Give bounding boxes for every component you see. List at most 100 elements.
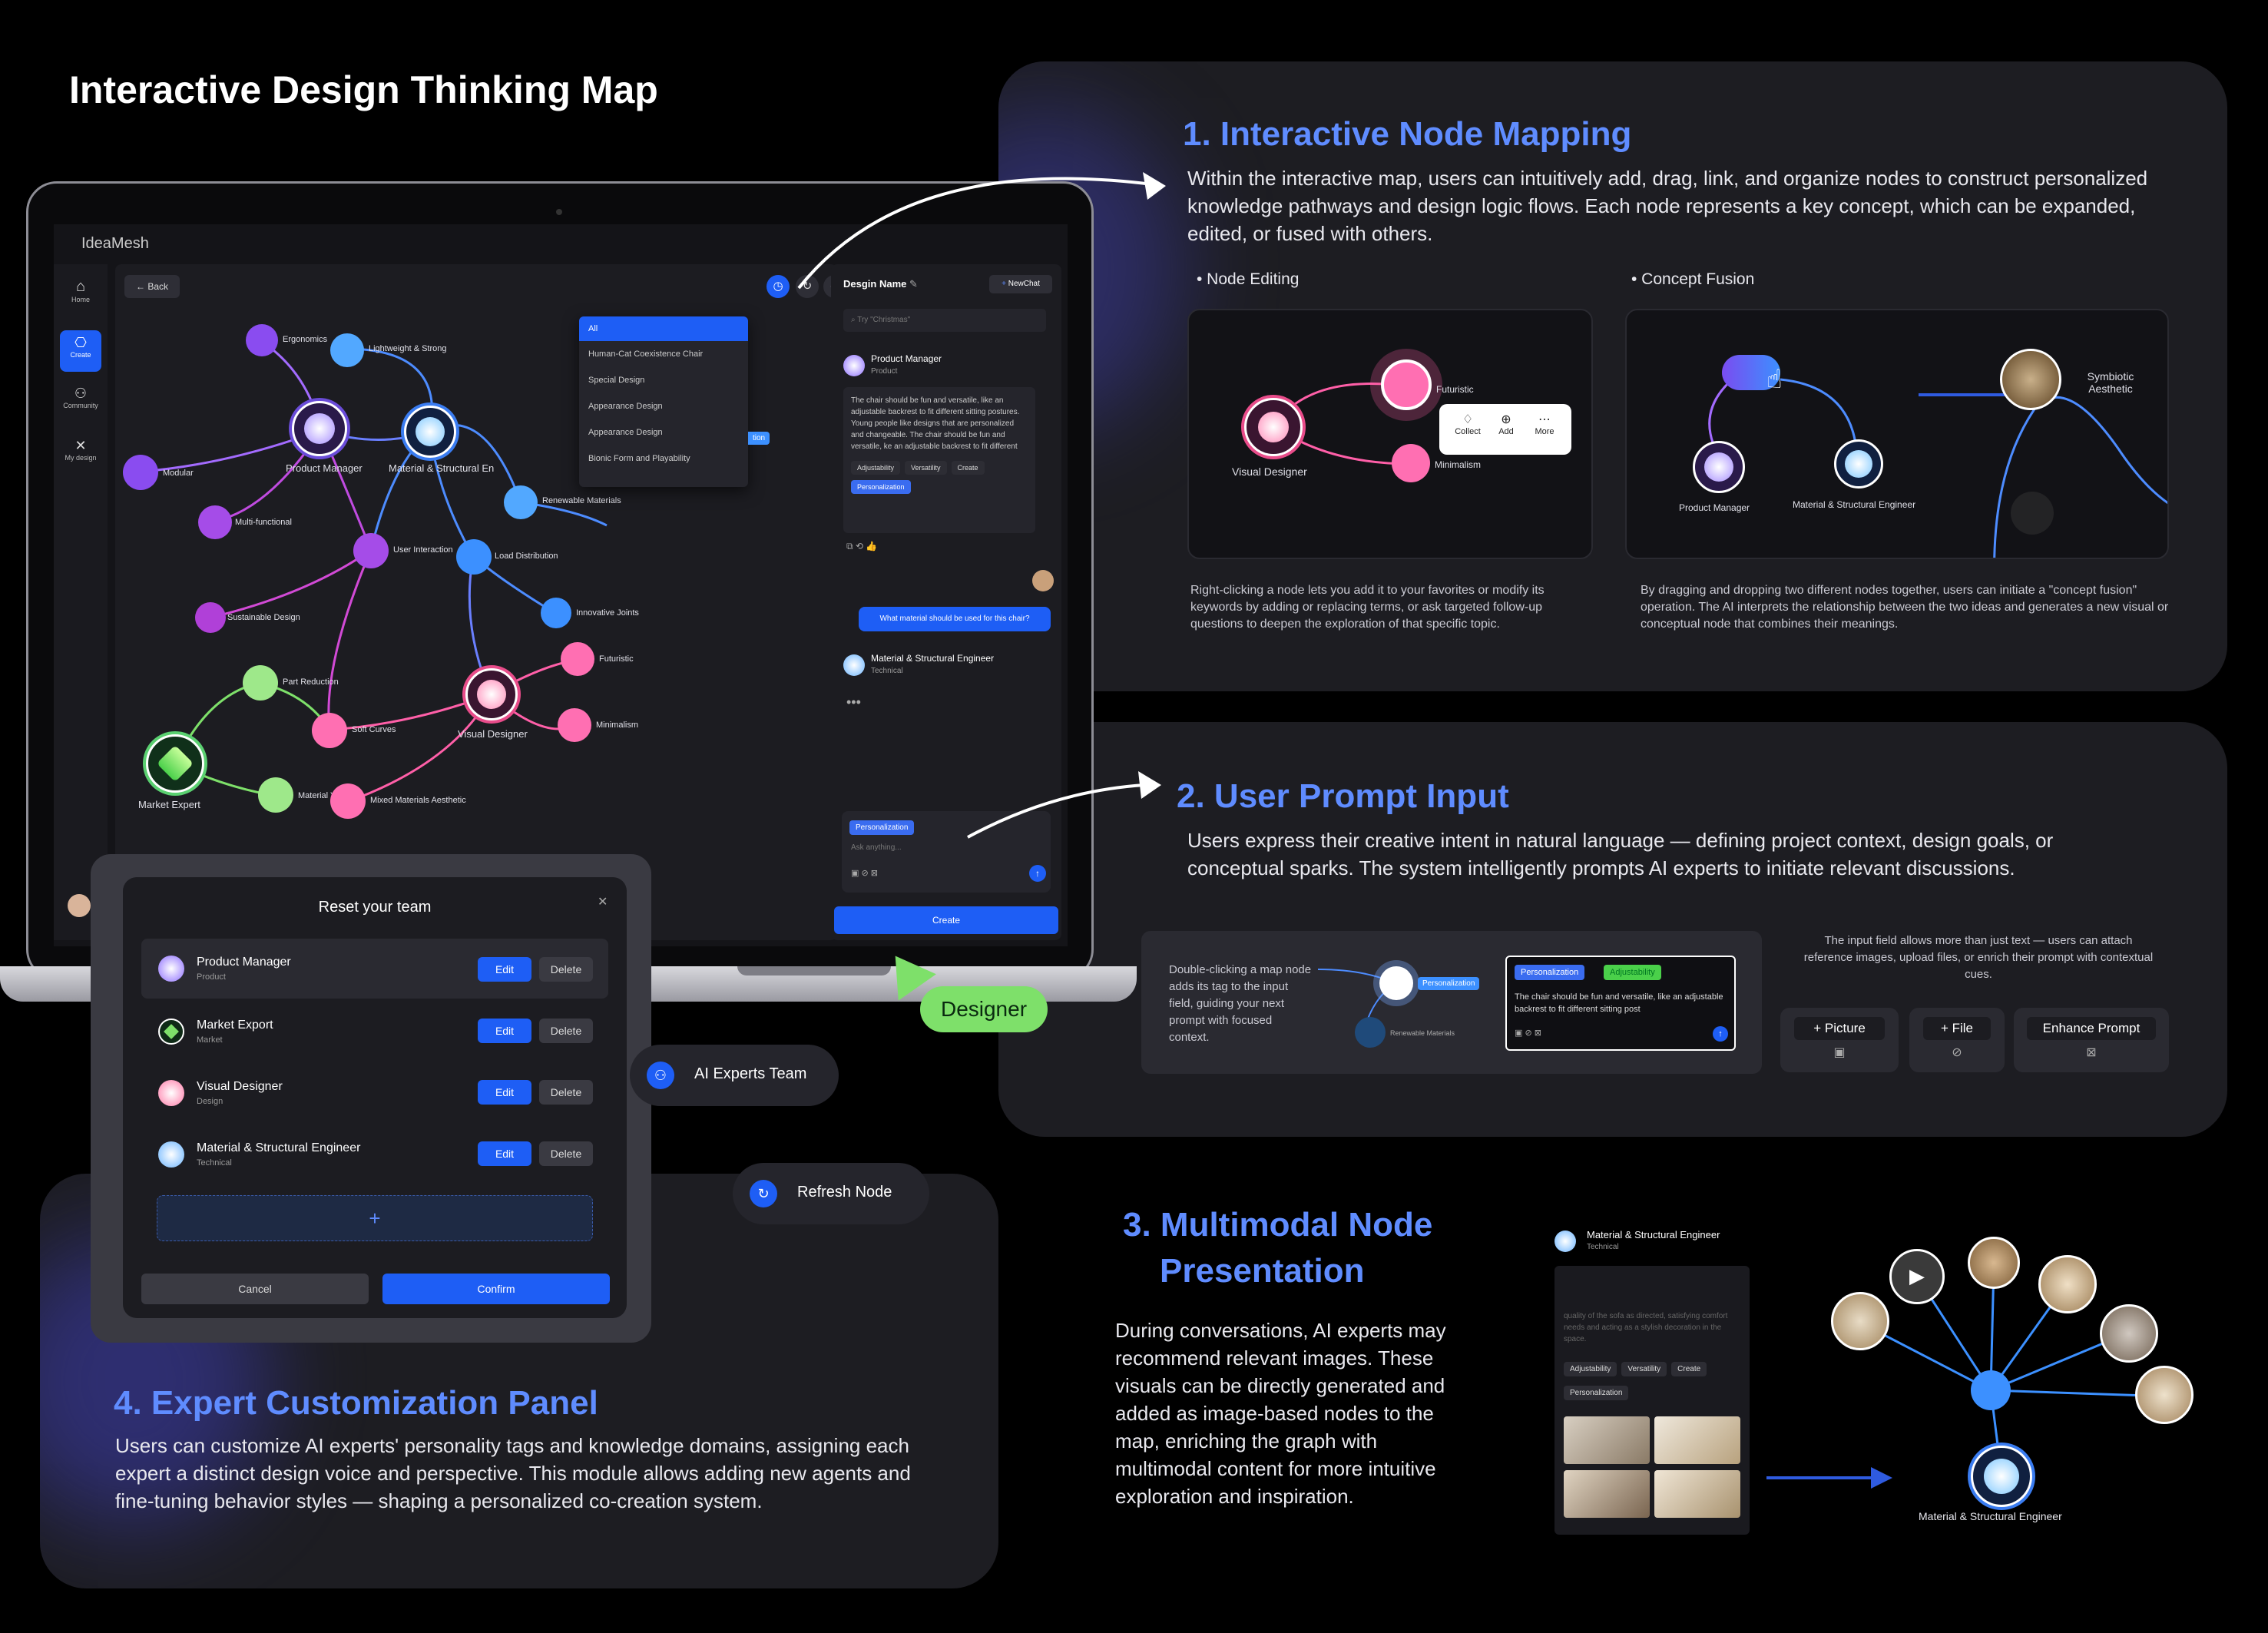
video-node[interactable]: ▶: [1889, 1249, 1945, 1304]
map-node-product-manager[interactable]: [292, 401, 347, 456]
visual-designer-node[interactable]: [1244, 398, 1303, 456]
image-graph-hub-node[interactable]: [1971, 1370, 2011, 1410]
category-dropdown[interactable]: All Human-Cat Coexistence Chair Special …: [579, 316, 748, 487]
map-canvas[interactable]: ← Back ◷ ↻ ⚇: [115, 264, 846, 940]
map-node-soft-curves[interactable]: [312, 713, 347, 748]
back-button[interactable]: ← Back: [124, 275, 180, 298]
delete-button[interactable]: Delete: [539, 1080, 593, 1105]
dropdown-option[interactable]: Human-Cat Coexistence Chair: [588, 349, 704, 359]
input-demo-tag[interactable]: Adjustability: [1604, 965, 1661, 980]
dropdown-option-all[interactable]: All: [579, 316, 748, 341]
enhance-prompt-button[interactable]: Enhance Prompt ⊠: [2014, 1008, 2169, 1072]
delete-button[interactable]: Delete: [539, 957, 593, 982]
image-node[interactable]: [2038, 1255, 2097, 1313]
design-name-title[interactable]: Desgin Name ✎: [843, 278, 918, 290]
close-icon[interactable]: ✕: [598, 896, 608, 909]
map-node-visual-designer[interactable]: [465, 668, 518, 720]
new-chat-button[interactable]: + NewChat: [989, 275, 1052, 293]
map-node-modular[interactable]: [123, 455, 158, 490]
mm-tag[interactable]: Create: [1671, 1362, 1707, 1376]
send-button[interactable]: ↑: [1713, 1026, 1728, 1042]
map-node-part-reduction[interactable]: [243, 665, 278, 701]
map-node-futuristic[interactable]: [561, 642, 594, 676]
map-node-lightweight[interactable]: [330, 333, 364, 367]
delete-button[interactable]: Delete: [539, 1019, 593, 1043]
chair-image[interactable]: [1654, 1416, 1740, 1464]
dropdown-option[interactable]: Bionic Form and Playability: [588, 454, 690, 463]
material-structural-graph-node[interactable]: [1971, 1446, 2032, 1507]
create-button[interactable]: Create: [834, 906, 1058, 934]
attach-icons[interactable]: ▣ ⊘ ⊠: [851, 869, 878, 878]
chat-tag[interactable]: Versatility: [905, 461, 947, 475]
sidebar-item-home[interactable]: ⌂ Home: [61, 278, 100, 316]
prompt-demo-node[interactable]: [1379, 966, 1413, 1000]
expert-row-product-manager[interactable]: Product Manager Product Edit Delete: [141, 939, 608, 999]
fusion-result-node[interactable]: [2000, 349, 2061, 410]
confirm-button[interactable]: Confirm: [382, 1274, 610, 1304]
more-menu-item[interactable]: ⋯More: [1525, 412, 1564, 436]
input-demo-tag[interactable]: Personalization: [1515, 965, 1585, 980]
image-node[interactable]: [1968, 1237, 2020, 1289]
edit-button[interactable]: Edit: [478, 957, 531, 982]
refresh-node-button[interactable]: ↻ Refresh Node: [733, 1163, 929, 1224]
chat-input[interactable]: Ask anything...: [851, 843, 902, 852]
futuristic-node-selected[interactable]: [1381, 359, 1432, 410]
fused-node-dragging[interactable]: [1722, 355, 1780, 390]
map-node-material-yield[interactable]: [258, 777, 293, 813]
message-actions[interactable]: ⧉ ⟲ 👍: [846, 541, 878, 552]
image-node[interactable]: [2100, 1304, 2158, 1363]
chat-search-input[interactable]: ⌕ Try "Christmas": [843, 309, 1046, 332]
map-node-material-structural[interactable]: [404, 406, 456, 458]
map-node-multifunctional[interactable]: [198, 505, 232, 539]
image-node[interactable]: [1831, 1292, 1889, 1350]
chair-image[interactable]: [1564, 1416, 1650, 1464]
dropdown-option[interactable]: Special Design: [588, 376, 645, 385]
sidebar-item-create[interactable]: ⎔ Create: [60, 330, 101, 372]
prompt-input-demo[interactable]: Personalization Adjustability The chair …: [1505, 956, 1736, 1051]
map-node-user-interaction[interactable]: [353, 533, 389, 568]
mm-tag[interactable]: Versatility: [1621, 1362, 1667, 1376]
expert-row-visual-designer[interactable]: Visual Designer Design Edit Delete: [141, 1063, 608, 1123]
history-button[interactable]: ◷: [766, 275, 790, 298]
map-node-minimalism[interactable]: [558, 708, 591, 742]
map-node-sustainable[interactable]: [195, 602, 226, 633]
add-picture-button[interactable]: + Picture ▣: [1780, 1008, 1899, 1072]
chat-tag-active[interactable]: Personalization: [851, 480, 911, 494]
chat-tag[interactable]: Create: [951, 461, 985, 475]
add-menu-item[interactable]: ⊕Add: [1487, 412, 1525, 436]
edit-button[interactable]: Edit: [478, 1141, 531, 1166]
dropdown-option[interactable]: Appearance Design: [588, 402, 663, 411]
expert-row-market-export[interactable]: Market Export Market Edit Delete: [141, 1002, 608, 1062]
attach-icons[interactable]: ▣ ⊘ ⊠: [1515, 1028, 1541, 1038]
sidebar-item-my-design[interactable]: ✕ My design: [57, 438, 104, 476]
dropdown-option[interactable]: Appearance Design: [588, 428, 663, 437]
chair-image[interactable]: [1654, 1470, 1740, 1518]
add-expert-button[interactable]: +: [157, 1195, 593, 1241]
chat-tag[interactable]: Adjustability: [851, 461, 901, 475]
send-button[interactable]: ↑: [1029, 865, 1046, 882]
minimalism-node[interactable]: [1392, 444, 1430, 482]
add-file-button[interactable]: + File ⊘: [1909, 1008, 2005, 1072]
image-node[interactable]: [2135, 1366, 2194, 1424]
map-node-renewable[interactable]: [504, 485, 538, 519]
map-node-mixed-materials[interactable]: [330, 783, 366, 819]
user-avatar[interactable]: [68, 894, 91, 917]
input-tag[interactable]: Personalization: [849, 820, 915, 835]
fusion-pm-node[interactable]: [1693, 441, 1745, 493]
chat-input-box[interactable]: Personalization Ask anything... ▣ ⊘ ⊠ ↑: [842, 811, 1051, 893]
mm-tag[interactable]: Adjustability: [1564, 1362, 1617, 1376]
delete-button[interactable]: Delete: [539, 1141, 593, 1166]
expert-row-material-structural[interactable]: Material & Structural Engineer Technical…: [141, 1125, 608, 1184]
map-node-market-expert[interactable]: [146, 734, 204, 793]
ai-experts-team-button[interactable]: ⚇ AI Experts Team: [630, 1045, 839, 1106]
sidebar-item-community[interactable]: ⚇ Community: [57, 386, 104, 424]
edit-button[interactable]: Edit: [478, 1080, 531, 1105]
map-node-load-distribution[interactable]: [456, 539, 492, 575]
chair-image[interactable]: [1564, 1470, 1650, 1518]
mm-tag[interactable]: Personalization: [1564, 1386, 1629, 1400]
edit-button[interactable]: Edit: [478, 1019, 531, 1043]
map-node-ergonomics[interactable]: [246, 324, 278, 356]
collect-menu-item[interactable]: ♢Collect: [1449, 412, 1487, 436]
fusion-mse-node[interactable]: [1834, 439, 1883, 489]
cancel-button[interactable]: Cancel: [141, 1274, 369, 1304]
